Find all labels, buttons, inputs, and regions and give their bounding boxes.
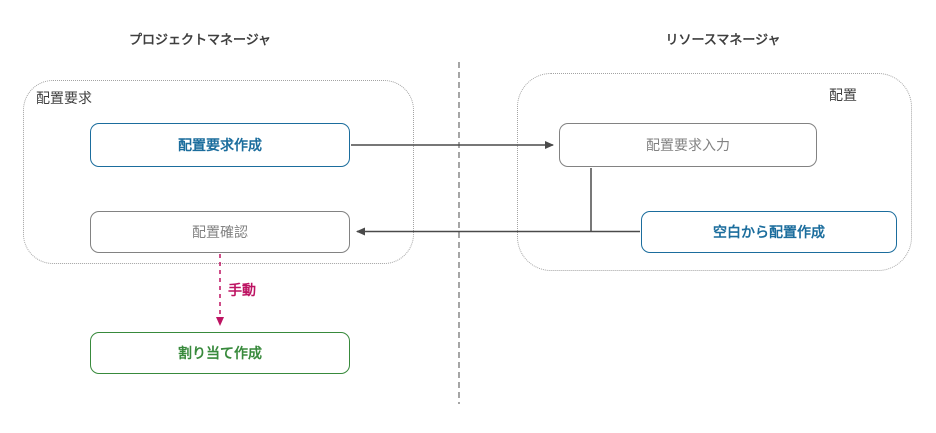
node-create-allocation-from-blank: 空白から配置作成	[641, 211, 897, 253]
group-allocation-request: 配置要求	[23, 80, 414, 264]
node-input-allocation-request: 配置要求入力	[559, 123, 817, 167]
node-confirm-allocation: 配置確認	[90, 211, 350, 253]
group-label-allocation: 配置	[829, 87, 857, 103]
group-label-allocation-request: 配置要求	[36, 90, 92, 106]
node-create-allocation-request: 配置要求作成	[90, 123, 350, 167]
lane-title-resource-manager: リソースマネージャ	[665, 32, 781, 47]
node-create-assignment: 割り当て作成	[90, 332, 350, 374]
edge-label-manual: 手動	[228, 282, 256, 298]
lane-title-project-manager: プロジェクトマネージャ	[128, 32, 272, 47]
group-allocation: 配置	[517, 73, 912, 271]
